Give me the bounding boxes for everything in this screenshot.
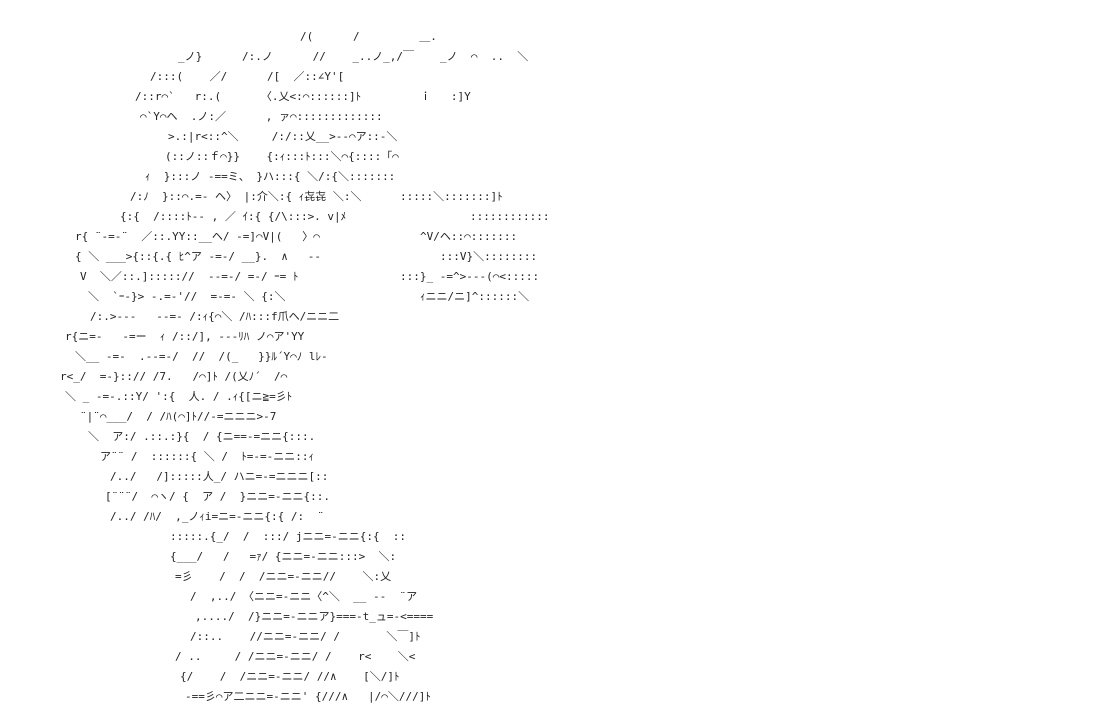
svg-text:ｨニニ/ニ]^::::::＼: ｨニニ/ニ]^::::::＼: [420, 290, 529, 303]
ascii-art-left-figure: _ノ} /:.ノ // _..ノ_,/￣ /:::( ／/ /[ ／::∠Y'[…: [60, 49, 434, 703]
svg-text:_ノ ⌒ .. ＼: _ノ ⌒ .. ＼: [440, 50, 528, 63]
svg-text:＼ _ -=-.::Y/ ':{ 人. / .ｨ{[ニ≧=: ＼ _ -=-.::Y/ ':{ 人. / .ｨ{[ニ≧=彡ﾄ: [65, 390, 292, 403]
svg-text:＼__ -=- .--=-/ // /(_ }}ﾙ: ＼__ -=- .--=-/ // /(_ }}ﾙ´Y⌒ﾉ lﾚ-: [75, 350, 328, 363]
svg-text:{___/ / =ｧ/ {ニニ=-ニニ:::> ＼: {___/ / =ｧ/ {ニニ=-ニニ:::> ＼:: [170, 550, 396, 563]
svg-text:,..../ /}ニニ=-ニニア}===-t_ュ=-<==: ,..../ /}ニニ=-ニニア}===-t_ュ=-<====: [195, 610, 434, 623]
svg-text:＼ `ｰ-}> -.=-'// =-=- ＼ {:＼: ＼ `ｰ-}> -.=-'// =-=- ＼ {:＼: [88, 290, 285, 303]
svg-text:r{ ¨-=-¨ ／::.YY::__ヘ/ -=]⌒V|(: r{ ¨-=-¨ ／::.YY::__ヘ/ -=]⌒V|( 〉⌒: [75, 230, 320, 243]
svg-text:-==彡⌒ア二ニニ=-ニニ' {///∧ |/⌒＼///: -==彡⌒ア二ニニ=-ニニ' {///∧ |/⌒＼///]ﾄ: [185, 690, 431, 703]
svg-text:⌒`Y⌒ヘ .ノ:／ , ァ⌒:::::::::: ⌒`Y⌒ヘ .ノ:／ , ァ⌒:::::::::::::: [140, 110, 383, 123]
svg-text:V ＼／::.]:::::// --=-/ =-/ ｰ=: V ＼／::.]:::::// --=-/ =-/ ｰ= ﾄ: [80, 270, 298, 283]
svg-text:/ .. / /ニニ=-ニニ/ / r<: / .. / /ニニ=-ニニ/ / r< ＼<: [175, 650, 416, 663]
svg-text:>.:|r<::^＼ /:/::乂__>--⌒ア::: >.:|r<::^＼ /:/::乂__>--⌒ア::-＼: [168, 130, 397, 143]
svg-text:/::.. //ニニ=-ニニ/ / ＼￣]: /::.. //ニニ=-ニニ/ / ＼￣]ﾄ: [190, 629, 420, 643]
svg-text:(::ノ::ｆ⌒}} {:ｨ:::ﾄ:::＼⌒{:::: (::ノ::ｆ⌒}} {:ｨ:::ﾄ:::＼⌒{::::「⌒: [165, 150, 399, 163]
svg-text:/:::( ／/ /[ ／::∠Y'[: /:::( ／/ /[ ／::∠Y'[: [150, 70, 344, 83]
svg-text:/( / ＿.: /( / ＿.: [300, 30, 437, 43]
svg-text:=彡 / / /ニニ=-ニニ// ＼:乂: =彡 / / /ニニ=-ニニ// ＼:乂: [175, 570, 391, 583]
svg-text:ｉ :]Y: ｉ :]Y: [420, 90, 471, 103]
svg-text:/:.>--- --=- /:ｨ{⌒＼ /ﾊ:::f爪ヘ: /:.>--- --=- /:ｨ{⌒＼ /ﾊ:::f爪ヘ/ニニ二: [90, 310, 339, 323]
svg-text:ア¨¨ / ::::::{ ＼ / ﾄ=-=-ニニ::ｨ: ア¨¨ / ::::::{ ＼ / ﾄ=-=-ニニ::ｨ: [100, 450, 314, 463]
svg-text:/:ﾉ }::⌒.=- ヘ〉 |:介＼:{ ｨ㐂㐂 ＼:＼: /:ﾉ }::⌒.=- ヘ〉 |:介＼:{ ｨ㐂㐂 ＼:＼: [130, 190, 361, 203]
svg-text:ｨ }:::ノ -==ミ、 }ハ:::{ ＼/:{＼:::: ｨ }:::ノ -==ミ、 }ハ:::{ ＼/:{＼:::::::: [145, 170, 395, 183]
svg-text:/::r⌒` r:.( 〈.乂<:⌒:::::: /::r⌒` r:.( 〈.乂<:⌒::::::]ﾄ: [135, 90, 361, 103]
svg-text:{ ＼ ___>{::{.{ ﾋ^ア -=-/ __}.: { ＼ ___>{::{.{ ﾋ^ア -=-/ __}. ∧ --: [75, 250, 321, 263]
svg-text:[¨¨¨/ ⌒ヽ/ { ア / }ニニ=-ニニ{::.: [¨¨¨/ ⌒ヽ/ { ア / }ニニ=-ニニ{::.: [105, 490, 330, 503]
svg-text:{:{ /::::ﾄ-- , ／ ｲ:{ {/\:::>.: {:{ /::::ﾄ-- , ／ ｲ:{ {/\:::>. v|ﾒ: [120, 210, 346, 223]
svg-text:::::::::::::: ::::::::::::: [470, 210, 549, 223]
svg-text:¨|¨⌒___/ / /ﾊ(⌒]ﾄ//-=ニニニ>-7: ¨|¨⌒___/ / /ﾊ(⌒]ﾄ//-=ニニニ>-7: [80, 410, 283, 423]
svg-text:_ノ} /:.ノ // _..ノ_: _ノ} /:.ノ // _..ノ_,/￣: [178, 49, 414, 63]
svg-text:/../ /]:::::人_/ ハニ=-=ニニニ[::: /../ /]:::::人_/ ハニ=-=ニニニ[::: [110, 470, 328, 483]
svg-text:^V/ヘ::⌒:::::::: ^V/ヘ::⌒:::::::: [420, 230, 517, 243]
svg-text:/ ,../ 〈ニニ=-ニニ〈^＼ __ -- ¨ア: / ,../ 〈ニニ=-ニニ〈^＼ __ -- ¨ア: [190, 590, 417, 603]
svg-text:＼ ア:/ .::.:}{ / {ニ==-=ニニ{:::: ＼ ア:/ .::.:}{ / {ニ==-=ニニ{:::.: [88, 430, 315, 443]
svg-text::::V}＼::::::::: :::V}＼::::::::: [440, 250, 537, 263]
svg-text::::::.{_/ / :::/ jニニ=-ニニ{:{: :::::.{_/ / :::/ jニニ=-ニニ{:{ ::: [170, 530, 406, 543]
ascii-art-center-figure: /( / ＿. _ノ ⌒ .. ＼ ｉ :]Y :::::＼:::::::]ﾄ …: [300, 30, 549, 303]
svg-text:r<_/ =-}::// /7. /⌒]ﾄ /(乂ﾉ´: r<_/ =-}::// /7. /⌒]ﾄ /(乂ﾉ´ /⌒: [60, 370, 288, 383]
svg-text::::::＼:::::::]ﾄ: :::::＼:::::::]ﾄ: [400, 190, 503, 203]
svg-text:{/ / /ニニ=-ニニ/ //∧ [＼/]ﾄ: {/ / /ニニ=-ニニ/ //∧ [＼/]ﾄ: [180, 670, 399, 683]
svg-text::::}_ -=^>---(⌒<:::::: :::}_ -=^>---(⌒<:::::: [400, 270, 539, 283]
svg-text:r{ニ=- -=ー ｨ /::/], ---ﾘﾊ ノ⌒: r{ニ=- -=ー ｨ /::/], ---ﾘﾊ ノ⌒ア'YY: [65, 330, 305, 343]
svg-text:/../ /ﾊ/ ,_ノｨi=ニ=-ニニ{:{ /: ¨: /../ /ﾊ/ ,_ノｨi=ニ=-ニニ{:{ /: ¨: [110, 510, 324, 523]
